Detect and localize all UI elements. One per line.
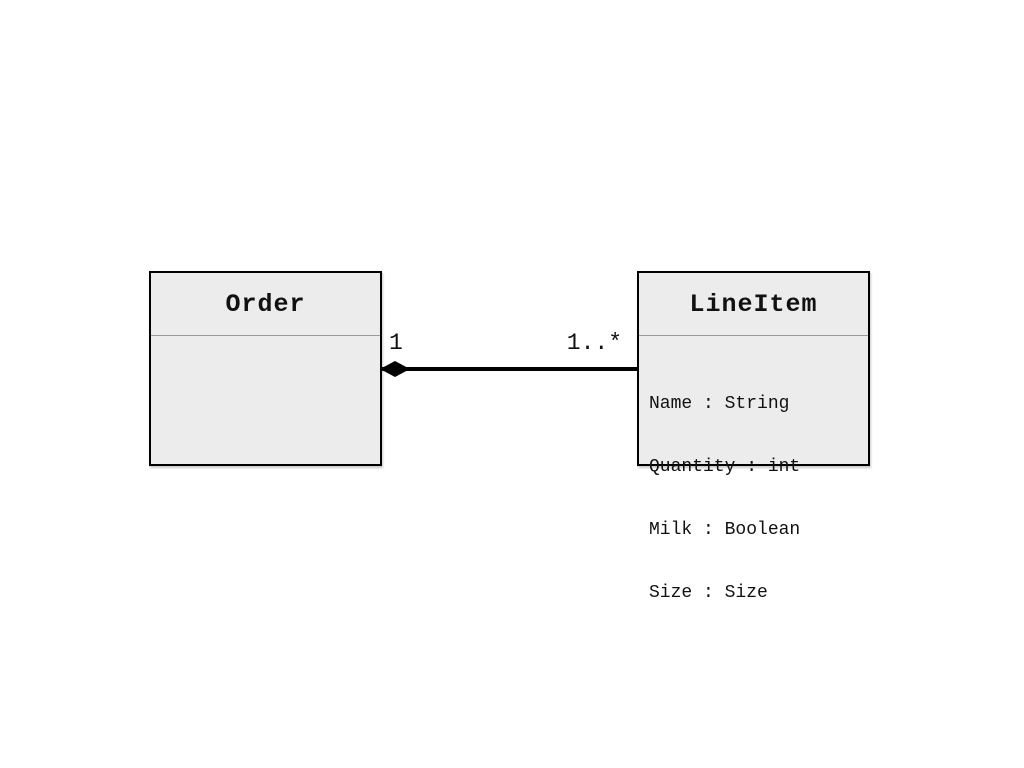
class-box-order: Order bbox=[149, 271, 382, 466]
class-attributes-lineitem: Name : String Quantity : int Milk : Bool… bbox=[639, 336, 868, 646]
attribute-quantity: Quantity : int bbox=[649, 457, 801, 477]
class-attributes-order bbox=[151, 336, 380, 352]
attribute-name: Name : String bbox=[649, 394, 790, 414]
class-box-lineitem: LineItem Name : String Quantity : int Mi… bbox=[637, 271, 870, 603]
association-line bbox=[381, 367, 637, 371]
class-name-order: Order bbox=[151, 273, 380, 336]
multiplicity-label-lineitem-end: 1..* bbox=[566, 330, 622, 356]
attribute-milk: Milk : Boolean bbox=[649, 520, 801, 540]
class-name-lineitem: LineItem bbox=[639, 273, 868, 336]
multiplicity-label-order-end: 1 bbox=[389, 330, 403, 356]
attribute-size: Size : Size bbox=[649, 583, 768, 603]
composition-diamond-icon bbox=[380, 361, 410, 377]
